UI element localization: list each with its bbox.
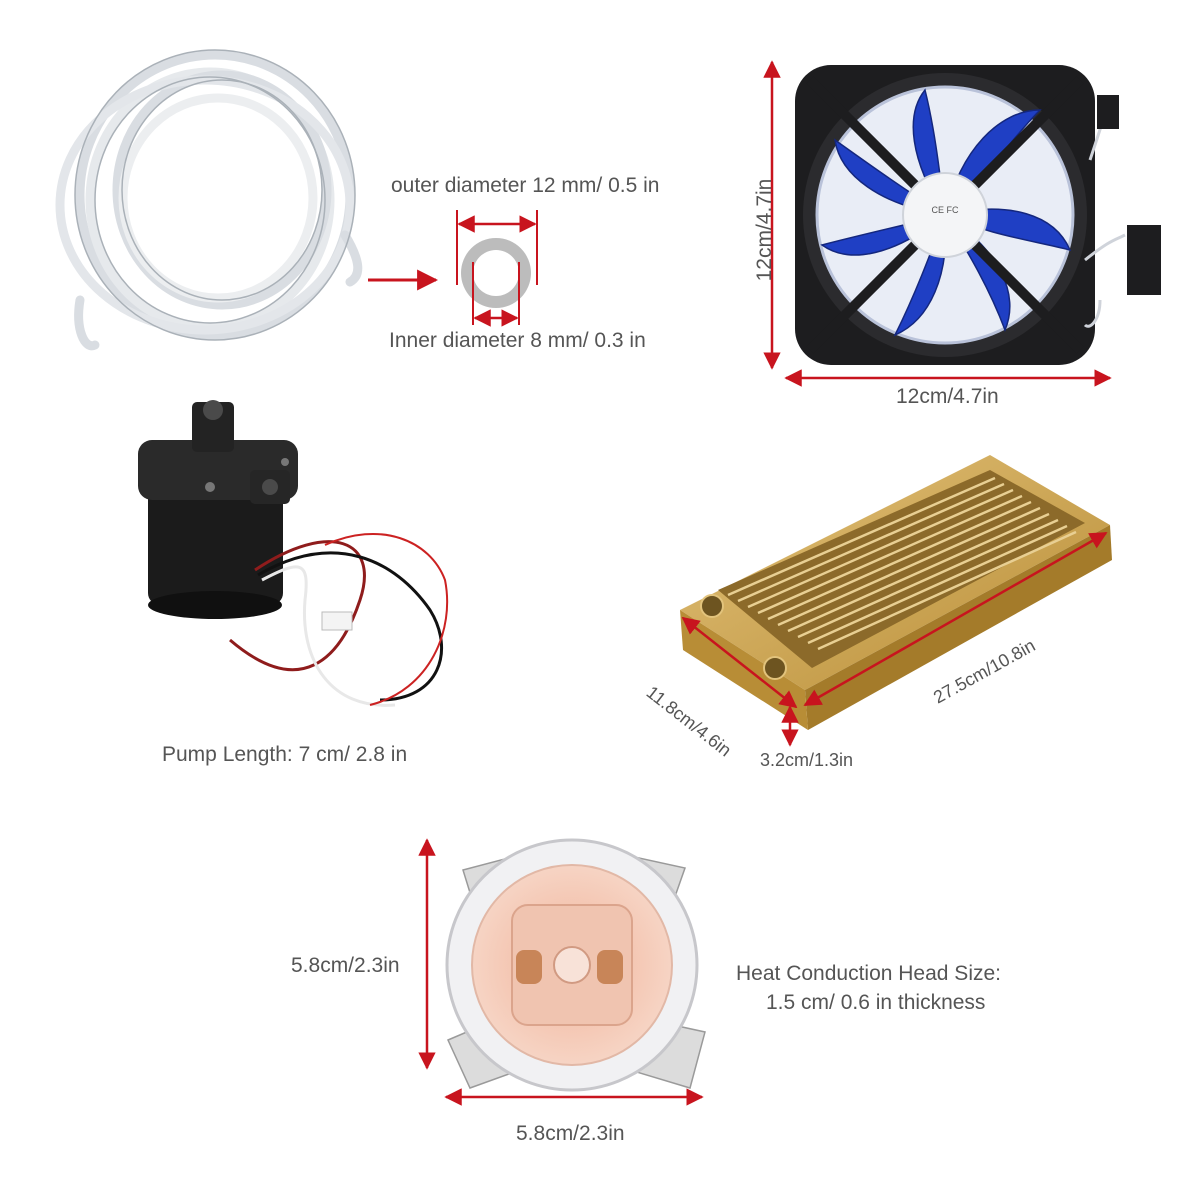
fan-image: CE FC	[795, 65, 1161, 365]
heat-head-size-title: Heat Conduction Head Size:	[736, 962, 1001, 985]
radiator-width-arrow	[681, 616, 798, 709]
fan-height-label: 12cm/4.7in	[753, 178, 776, 282]
radiator-image	[680, 455, 1112, 730]
pump-length-label: Pump Length: 7 cm/ 2.8 in	[162, 743, 408, 766]
cpu-block-height-label: 5.8cm/2.3in	[291, 954, 400, 977]
heat-head-thickness-label: 1.5 cm/ 0.6 in thickness	[766, 991, 986, 1014]
fan-width-label: 12cm/4.7in	[896, 385, 999, 408]
tube-cross-section	[456, 210, 538, 327]
coiled-tube-image	[55, 50, 363, 351]
tube-inner-diameter-label: Inner diameter 8 mm/ 0.3 in	[389, 329, 646, 352]
tube-outer-diameter-label: outer diameter 12 mm/ 0.5 in	[391, 174, 660, 197]
radiator-thickness-label: 3.2cm/1.3in	[760, 750, 854, 770]
radiator-length-arrow	[803, 531, 1108, 707]
coiled-tube-highlight	[74, 49, 356, 341]
fan-hub-marks: CE FC	[932, 205, 960, 215]
cpu-block-image	[445, 838, 706, 1092]
pump-image	[138, 400, 449, 707]
cpu-block-width-label: 5.8cm/2.3in	[516, 1122, 625, 1145]
